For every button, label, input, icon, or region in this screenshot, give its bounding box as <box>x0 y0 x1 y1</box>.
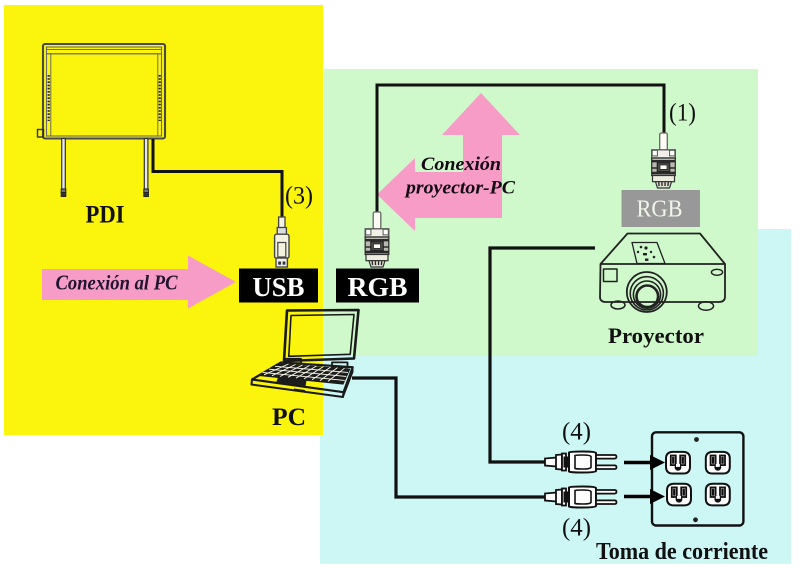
svg-text:(4): (4) <box>562 513 591 542</box>
svg-text:Toma de corriente: Toma de corriente <box>596 539 768 565</box>
svg-text:PDI: PDI <box>86 202 125 229</box>
svg-text:PC: PC <box>272 404 306 431</box>
svg-text:(1): (1) <box>669 98 696 127</box>
svg-text:proyector-PC: proyector-PC <box>404 178 515 199</box>
svg-text:RGB: RGB <box>348 272 408 302</box>
svg-text:USB: USB <box>253 272 305 302</box>
svg-text:(4): (4) <box>562 417 591 446</box>
svg-text:Conexión al PC: Conexión al PC <box>56 271 179 295</box>
svg-text:Proyector: Proyector <box>608 323 704 348</box>
svg-text:RGB: RGB <box>637 197 683 223</box>
svg-text:Conexión: Conexión <box>421 154 501 175</box>
svg-text:(3): (3) <box>285 181 313 210</box>
